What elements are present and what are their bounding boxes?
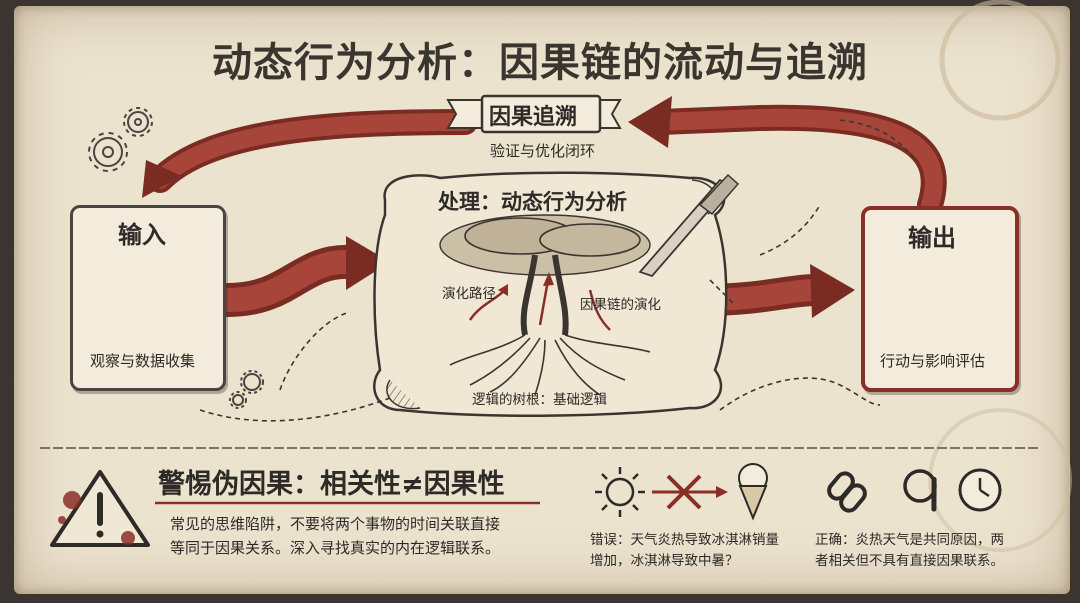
evolution-path-label: 演化路径 [442, 286, 496, 302]
input-heading: 输入 [118, 221, 166, 249]
warning-body-line1: 常见的思维陷阱，不要将两个事物的时间关联直接 [170, 515, 501, 533]
sun-icon [595, 467, 645, 517]
ice-cream-icon [738, 463, 768, 521]
coffee-stain [928, 408, 1072, 552]
arrowhead-input [346, 236, 390, 290]
coffee-stain [939, 0, 1061, 121]
tree-icon [439, 214, 651, 396]
clock-icon [958, 468, 1002, 512]
output-box [861, 206, 1019, 392]
example-right-line1: 正确：炎热天气是共同原因，两 [815, 532, 1004, 548]
banner-subtitle: 验证与优化闭环 [490, 142, 596, 160]
chain-link-icon [827, 471, 867, 513]
causal-arrow [588, 289, 611, 331]
example-wrong-line1: 错误：天气炎热导致冰淇淋销量 [590, 532, 779, 548]
causal-arrow [538, 279, 550, 326]
warning-title: 警惕伪因果：相关性≠因果性 [158, 469, 505, 500]
arrowhead-top-left [142, 160, 182, 198]
input-caption: 观察与数据收集 [90, 352, 196, 370]
causal-evolution-label: 因果链的演化 [580, 297, 661, 313]
warning-triangle-icon [50, 470, 150, 547]
input-box [70, 205, 226, 391]
process-heading: 处理：动态行为分析 [438, 190, 627, 214]
gear-icon [88, 107, 264, 409]
arrowhead-top-right [628, 96, 672, 148]
scalpel-icon [638, 173, 740, 278]
example-right-line2: 者相关但不具有直接因果联系。 [815, 553, 1004, 569]
dashed-arrow [199, 119, 916, 422]
magnifier-icon [903, 469, 937, 512]
roots-caption: 逻辑的树根：基础逻辑 [472, 392, 607, 408]
page-title: 动态行为分析：因果链的流动与追溯 [212, 40, 868, 86]
banner-label: 因果追溯 [489, 105, 578, 130]
warning-body-line2: 等同于因果关系。深入寻找真实的内在逻辑联系。 [170, 539, 501, 557]
output-heading: 输出 [908, 224, 956, 252]
arrowhead-output [810, 264, 855, 318]
cross-arrow-icon [652, 474, 728, 510]
output-caption: 行动与影响评估 [880, 352, 986, 370]
example-wrong-line2: 增加，冰淇淋导致中暑？ [590, 553, 739, 569]
